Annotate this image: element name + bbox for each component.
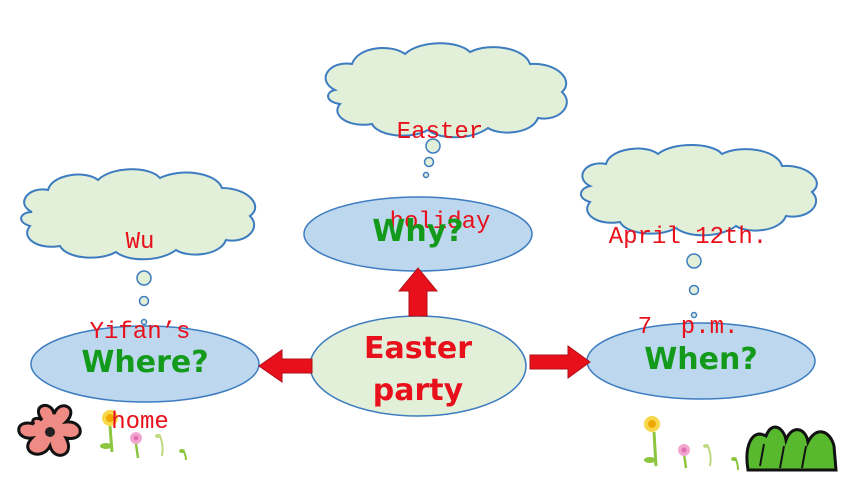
pink-daisy-icon <box>678 444 690 469</box>
yellow-flower-icon <box>100 410 118 453</box>
diagram-canvas: Easter holiday Wu Yifan’s home April 12t… <box>17 42 838 472</box>
cloud-when-line2: 7 p.m. <box>637 314 739 341</box>
when-label: When? <box>644 342 758 377</box>
pink-flower-icon <box>17 404 82 457</box>
cloud-why-line1: Easter <box>396 119 484 146</box>
arrow-right <box>529 345 591 379</box>
green-grass-icon <box>745 425 838 472</box>
thought-cloud-why <box>324 42 568 179</box>
cloud-text-why: Easter holiday <box>360 58 520 298</box>
arrow-left <box>258 349 313 383</box>
cloud-why-line2: holiday <box>389 209 491 236</box>
where-ellipse <box>30 325 260 403</box>
center-label: Easter party <box>318 328 518 412</box>
center-label-line1: Easter <box>363 331 473 366</box>
yellow-flower-icon <box>644 416 660 467</box>
why-label: Why? <box>372 214 464 249</box>
where-label: Where? <box>81 345 209 380</box>
sprout-icon <box>155 434 187 461</box>
sprout-icon <box>703 444 739 471</box>
thought-cloud-when <box>580 144 818 319</box>
cloud-when-line1: April 12th. <box>608 224 768 251</box>
center-label-line2: party <box>372 373 464 408</box>
pink-daisy-icon <box>130 432 142 459</box>
cloud-text-when: April 12th. 7 p.m. <box>598 163 778 403</box>
cloud-where-line3: home <box>111 409 169 436</box>
arrow-up <box>397 267 439 317</box>
cloud-text-where: Wu Yifan’s home <box>60 168 220 498</box>
thought-cloud-where <box>20 168 257 326</box>
cloud-where-line1: Wu <box>125 229 155 256</box>
cloud-where-line2: Yifan’s <box>89 319 191 346</box>
